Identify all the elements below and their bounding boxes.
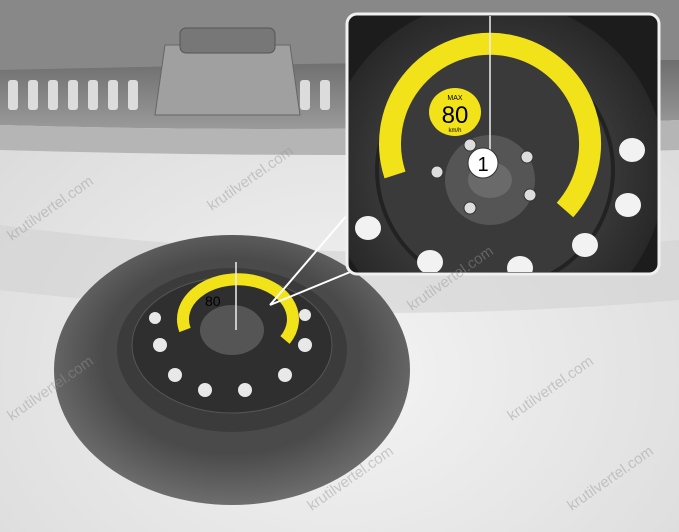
detail-inset: MAX 80 km/h 1 [345, 12, 661, 276]
callout-line [269, 199, 361, 306]
unit-label: km/h [448, 128, 461, 134]
max-label: MAX [447, 95, 463, 102]
small-speed-label: 80 [205, 293, 221, 309]
speed-label: 80 [442, 102, 469, 129]
callout-marker [467, 147, 499, 179]
callout-number: 1 [477, 154, 488, 176]
spare-tire: 80 [54, 235, 410, 505]
callout-line [269, 269, 356, 306]
